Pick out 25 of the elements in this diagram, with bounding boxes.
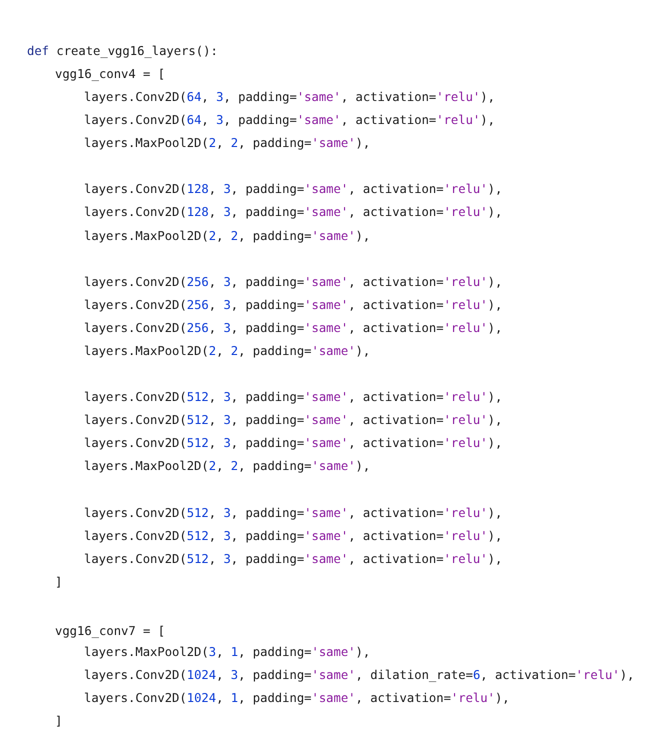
- code-line: layers.MaxPool2D(2, 2, padding='same'),: [84, 458, 370, 474]
- code-line: layers.MaxPool2D(3, 1, padding='same'),: [84, 644, 370, 660]
- code-line: def create_vgg16_layers():: [27, 43, 218, 59]
- code-line: layers.Conv2D(512, 3, padding='same', activation='relu'),: [84, 435, 502, 451]
- code-line: layers.Conv2D(256, 3, padding='same', activation='relu'),: [84, 274, 502, 290]
- code-line: layers.Conv2D(512, 3, padding='same', activation='relu'),: [84, 412, 502, 428]
- code-line: layers.Conv2D(512, 3, padding='same', activation='relu'),: [84, 528, 502, 544]
- code-line: layers.Conv2D(512, 3, padding='same', activation='relu'),: [84, 505, 502, 521]
- code-line: layers.Conv2D(1024, 1, padding='same', activation='relu'),: [84, 690, 510, 706]
- code-line: ]: [55, 574, 62, 590]
- code-line: layers.Conv2D(128, 3, padding='same', activation='relu'),: [84, 181, 502, 197]
- code-line: layers.Conv2D(128, 3, padding='same', activation='relu'),: [84, 204, 502, 220]
- code-line: vgg16_conv7 = [: [55, 623, 166, 639]
- code-line: layers.Conv2D(512, 3, padding='same', activation='relu'),: [84, 551, 502, 567]
- code-line: layers.Conv2D(512, 3, padding='same', activation='relu'),: [84, 389, 502, 405]
- code-line: layers.Conv2D(256, 3, padding='same', activation='relu'),: [84, 320, 502, 336]
- code-line: layers.MaxPool2D(2, 2, padding='same'),: [84, 135, 370, 151]
- code-line: layers.Conv2D(1024, 3, padding='same', dilation_rate=6, activation='relu'),: [84, 667, 634, 683]
- code-line: vgg16_conv4 = [: [55, 66, 166, 82]
- code-line: layers.Conv2D(64, 3, padding='same', activation='relu'),: [84, 89, 495, 105]
- code-line: layers.Conv2D(256, 3, padding='same', activation='relu'),: [84, 297, 502, 313]
- code-line: ]: [55, 713, 62, 729]
- code-line: layers.Conv2D(64, 3, padding='same', activation='relu'),: [84, 112, 495, 128]
- code-line: layers.MaxPool2D(2, 2, padding='same'),: [84, 343, 370, 359]
- code-line: layers.MaxPool2D(2, 2, padding='same'),: [84, 228, 370, 244]
